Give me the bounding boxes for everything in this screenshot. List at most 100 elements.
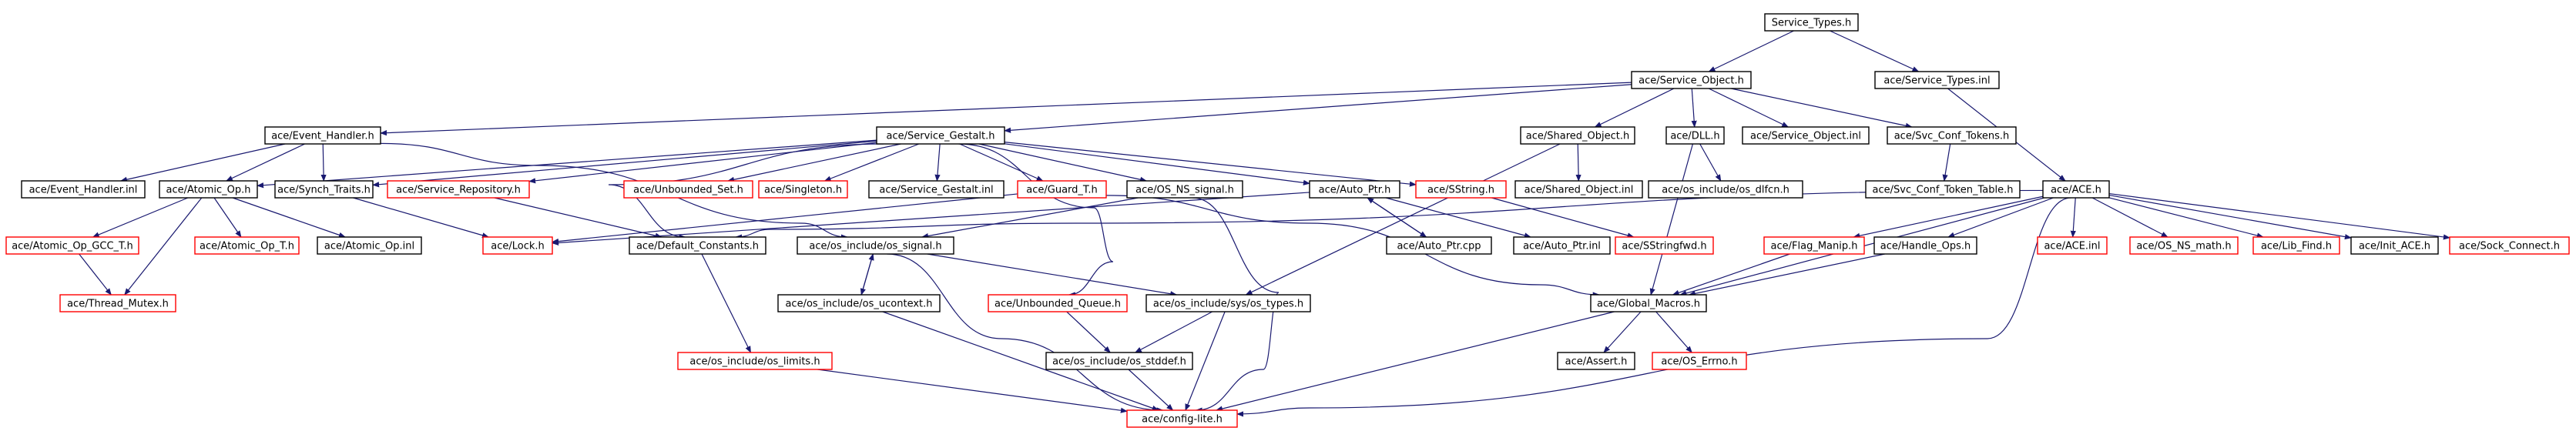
node-label: ace/Lock.h [491,241,545,252]
node-service-object-inl[interactable]: ace/Service_Object.inl [1742,126,1870,145]
edge-atomic_op_h-to-atomic_op_t_h [213,197,242,238]
node-os-dlfcn-h[interactable]: ace/os_include/os_dlfcn.h [1648,180,1803,199]
node-assert-h[interactable]: ace/Assert.h [1557,352,1635,370]
edge-service_types_h-to-service_types_inl [1830,30,1920,72]
node-event-handler-h[interactable]: ace/Event_Handler.h [264,126,381,145]
node-label: ace/config-lite.h [1142,414,1223,426]
node-label: ace/Flag_Manip.h [1771,241,1858,252]
edge-os_limits_h-to-config_lite_h [817,369,1128,413]
node-event-handler-inl[interactable]: ace/Event_Handler.inl [21,180,146,199]
node-box [1652,352,1747,370]
node-ace-inl: ace/ACE.inl [2037,236,2108,255]
node-box [1520,126,1635,145]
edge-handle_ops_h-to-global_macros_h [1688,253,1885,296]
node-label: ace/Synch_Traits.h [277,185,371,196]
node-config-lite-h: ace/config-lite.h [1126,409,1238,428]
node-auto-ptr-h[interactable]: ace/Auto_Ptr.h [1309,180,1400,199]
node-os-signal-h[interactable]: ace/os_include/os_signal.h [797,236,954,255]
node-label: ace/Singleton.h [764,185,842,196]
node-os-stddef-h[interactable]: ace/os_include/os_stddef.h [1045,352,1193,370]
edge-service_object_h-to-svc_conf_tokens_h [1731,88,1913,129]
node-dll-h[interactable]: ace/DLL.h [1665,126,1725,145]
edge-ace_h-to-init_ace_h [2108,195,2352,240]
node-label: ace/os_include/os_signal.h [809,241,941,252]
edge-service_object_h-to-shared_object_h [1594,88,1675,128]
node-default-constants-h[interactable]: ace/Default_Constants.h [629,236,766,255]
node-synch-traits-h[interactable]: ace/Synch_Traits.h [274,180,374,199]
node-box [1045,352,1193,370]
edge-service_gestalt_h-to-service_repository_h [528,142,877,184]
edge-os_ucontext_h-to-config_lite_h [882,311,1159,411]
node-handle-ops-h[interactable]: ace/Handle_Ops.h [1873,236,1977,255]
edge-atomic_op_h-to-thread_mutex_h [124,197,203,296]
node-shared-object-h[interactable]: ace/Shared_Object.h [1520,126,1635,145]
node-label: ace/os_include/os_dlfcn.h [1662,185,1789,196]
node-box [777,294,941,312]
node-service-types-inl[interactable]: ace/Service_Types.inl [1874,71,2000,89]
node-auto-ptr-inl[interactable]: ace/Auto_Ptr.inl [1513,236,1611,255]
node-atomic-op-gcc-t-h: ace/Atomic_Op_GCC_T.h [5,236,139,255]
edge-service_object_h-to-dll_h [1691,88,1697,128]
node-box [1126,409,1238,428]
node-box [2449,236,2570,255]
node-box [1309,180,1400,199]
node-init-ace-h[interactable]: ace/Init_ACE.h [2350,236,2439,255]
node-box [1665,126,1725,145]
edge-unbounded_queue_h-to-os_stddef_h [1066,311,1111,353]
node-box [1873,236,1977,255]
edge-sys_os_types_h-to-os_stddef_h [1134,311,1213,353]
edge-ace_h-to-ace_inl [2070,197,2076,238]
node-atomic-op-inl[interactable]: ace/Atomic_Op.inl [317,236,422,255]
node-guard-t-h: ace/Guard_T.h [1017,180,1107,199]
node-atomic-op-h[interactable]: ace/Atomic_Op.h [159,180,258,199]
node-shared-object-inl[interactable]: ace/Shared_Object.inl [1514,180,1643,199]
edge-auto_ptr_h-to-lock_h [552,192,1310,246]
edge-os_signal_h-to-config_lite_h [887,253,1164,413]
node-label: ace/os_include/os_limits.h [689,356,820,368]
node-label: ace/OS_Errno.h [1661,356,1737,368]
node-box [1615,236,1714,255]
node-label: ace/Sock_Connect.h [2459,241,2560,252]
node-unbounded-set-h: ace/Unbounded_Set.h [623,180,753,199]
nodes-layer: Service_Types.h ace/Service_Object.h ace/S… [5,13,2570,428]
edge-ace_h-to-flag_manip_h [1853,195,2044,239]
edge-guard_t_h-to-global_macros_h [1105,195,1600,298]
node-box [2350,236,2439,255]
node-label: ace/OS_NS_math.h [2136,241,2231,252]
node-os-ucontext-h[interactable]: ace/os_include/os_ucontext.h [777,294,941,312]
node-box [1874,71,2000,89]
node-os-limits-h: ace/os_include/os_limits.h [677,352,833,370]
node-svc-conf-tokens-h[interactable]: ace/Svc_Conf_Tokens.h [1887,126,2017,145]
node-label: ace/Event_Handler.h [271,131,374,142]
node-service-gestalt-inl[interactable]: ace/Service_Gestalt.inl [868,180,1005,199]
node-auto-ptr-cpp[interactable]: ace/Auto_Ptr.cpp [1386,236,1492,255]
edge-event_handler_h-to-event_handler_inl [119,143,286,182]
node-ace-h[interactable]: ace/ACE.h [2042,180,2110,199]
edge-atomic_op_h-to-atomic_op_gcc_t_h [92,197,189,238]
node-service-types-h[interactable]: Service_Types.h [1764,13,1859,32]
node-box [1763,236,1865,255]
node-sys-os-types-h[interactable]: ace/os_include/sys/os_types.h [1145,294,1311,312]
edge-service_gestalt_h-to-guard_t_h [959,143,1044,182]
node-service-object-h[interactable]: ace/Service_Object.h [1631,71,1752,89]
node-svc-conf-token-table-h[interactable]: ace/Svc_Conf_Token_Table.h [1865,180,2021,199]
node-label: ace/DLL.h [1670,131,1719,142]
node-label: ace/Atomic_Op.inl [324,241,414,252]
node-box [758,180,848,199]
node-global-macros-h[interactable]: ace/Global_Macros.h [1590,294,1707,312]
node-os-ns-signal-h[interactable]: ace/OS_NS_signal.h [1126,180,1243,199]
node-service-gestalt-h[interactable]: ace/Service_Gestalt.h [876,126,1005,145]
node-box [159,180,258,199]
node-label: ace/Default_Constants.h [636,241,759,252]
edge-global_macros_h-to-assert_h [1603,311,1642,353]
edge-service_gestalt_h-to-unbounded_set_h [727,143,901,182]
node-box [677,352,833,370]
edge-service_object_h-to-event_handler_h [380,82,1632,136]
edge-sys_os_types_h-to-config_lite_h [1185,311,1226,411]
node-box [1386,236,1492,255]
edge-service_gestalt_h-to-sstring_h [1004,142,1417,187]
node-box [988,294,1128,312]
node-label: ace/os_include/os_stddef.h [1052,356,1186,368]
node-service-repository-h: ace/Service_Repository.h [387,180,530,199]
node-label: ace/Guard_T.h [1026,185,1097,196]
